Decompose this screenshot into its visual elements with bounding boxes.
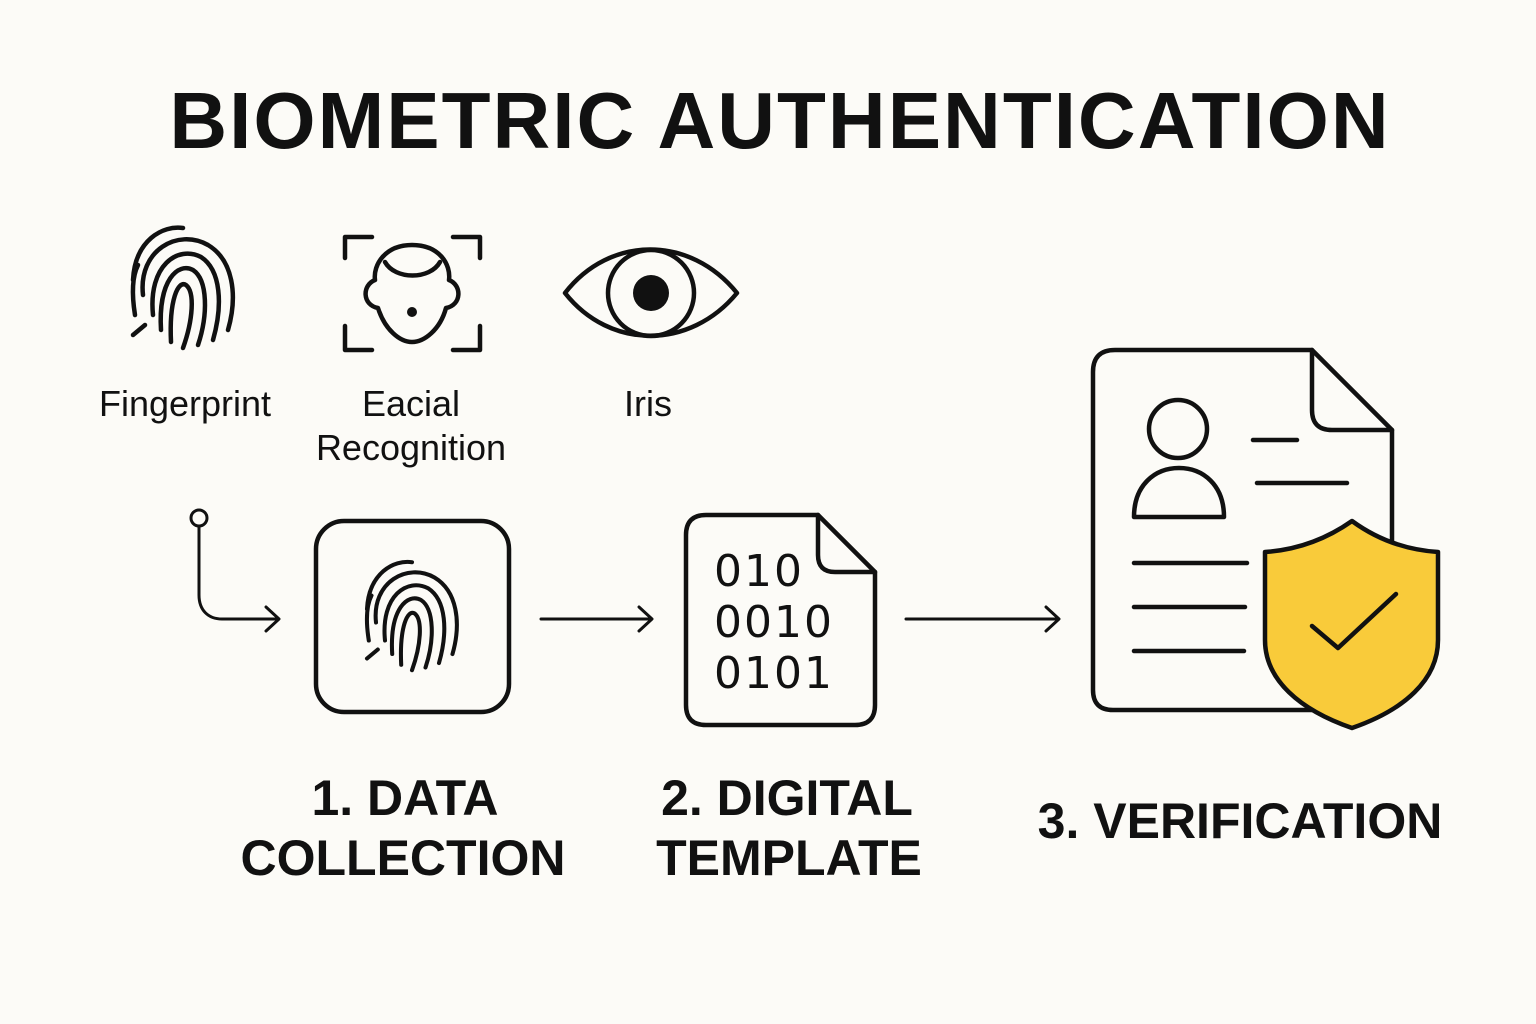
arrow-2 (904, 605, 1061, 633)
facial-label-line2: Recognition (316, 427, 506, 468)
face-scan-icon (342, 234, 483, 353)
page-title: BIOMETRIC AUTHENTICATION (169, 76, 1390, 165)
user-avatar-icon (1146, 397, 1210, 461)
iris-label: Iris (624, 383, 672, 424)
step-1-line2: COLLECTION (241, 830, 566, 886)
digital-template-icon: 010 0010 0101 (683, 512, 878, 728)
step-2-line1: 2. DIGITAL (661, 770, 913, 826)
binary-line: 0010 (714, 597, 834, 648)
arrow-1 (539, 605, 654, 633)
verification-document-icon (1090, 347, 1395, 713)
eye-icon (562, 247, 740, 339)
binary-line: 0101 (714, 648, 834, 699)
fingerprint-icon (133, 228, 233, 348)
step-1-line1: 1. DATA (311, 770, 498, 826)
fingerprint-label: Fingerprint (99, 383, 271, 424)
facial-label-line1: Eacial (362, 383, 460, 424)
step-2-line2: TEMPLATE (656, 830, 922, 886)
shield-check-icon (1262, 518, 1441, 731)
connector-arrow (189, 508, 281, 633)
step-3-label: 3. VERIFICATION (1038, 793, 1443, 849)
data-collection-icon (313, 518, 512, 715)
binary-line: 010 (714, 546, 804, 597)
